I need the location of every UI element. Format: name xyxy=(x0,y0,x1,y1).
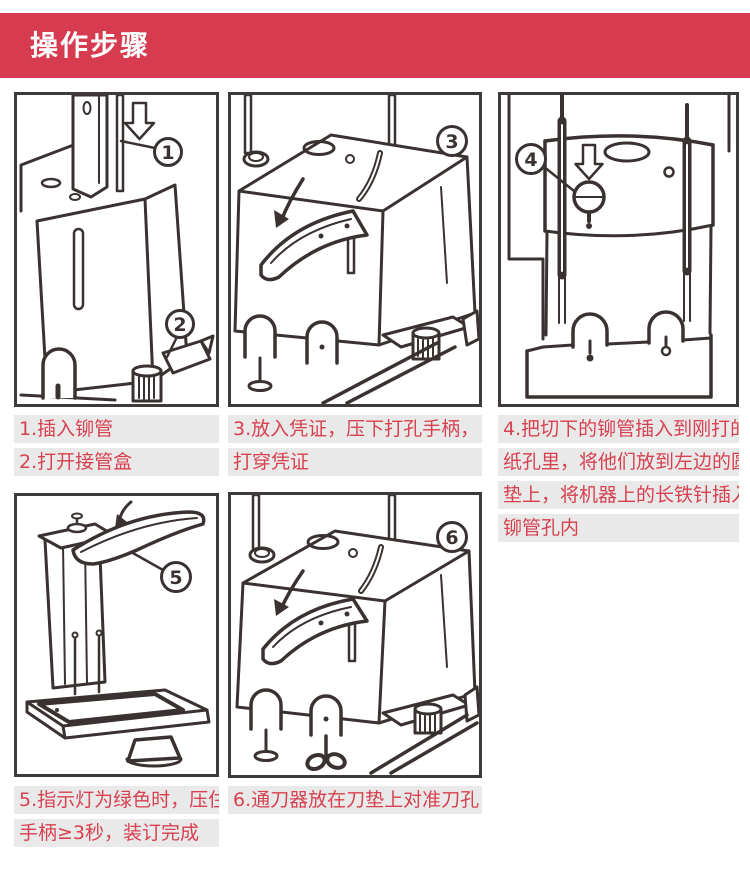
panel-step-1-2: 1 2 xyxy=(14,92,219,407)
svg-text:4: 4 xyxy=(524,149,537,171)
panel-step-5: 5 xyxy=(14,493,219,777)
panel-step-6: 6 xyxy=(228,492,482,778)
step-badge-2: 2 xyxy=(165,309,195,339)
knife-through-tool xyxy=(305,734,347,772)
machine-illustration-side: 5 xyxy=(25,500,211,768)
step-badge-4: 4 xyxy=(515,143,547,175)
step-badge-5: 5 xyxy=(160,561,192,593)
caption-step-4-line-2: 纸孔里，将他们放到左边的圆 xyxy=(498,448,739,476)
panel-step-4: 4 xyxy=(498,92,739,407)
caption-step-3-line-2: 打穿凭证 xyxy=(228,448,482,476)
caption-step-4-line-1: 4.把切下的铆管插入到刚打的 xyxy=(498,415,739,443)
caption-step-1: 1.插入铆管 xyxy=(14,415,219,443)
svg-text:3: 3 xyxy=(445,131,458,153)
caption-step-4-line-3: 垫上，将机器上的长铁针插入 xyxy=(498,481,739,509)
step-badge-1: 1 xyxy=(153,137,183,167)
svg-text:2: 2 xyxy=(173,314,186,336)
step-badge-6: 6 xyxy=(436,521,468,553)
caption-step-5-line-2: 手柄≥3秒，装订完成 xyxy=(14,819,219,847)
step-badge-3: 3 xyxy=(436,125,468,157)
press-arrow-icon xyxy=(274,569,305,616)
caption-step-5-line-1: 5.指示灯为绿色时，压住 xyxy=(14,786,219,814)
caption-step-4-line-4: 铆管孔内 xyxy=(498,514,739,542)
caption-step-2: 2.打开接管盒 xyxy=(14,448,219,476)
svg-text:6: 6 xyxy=(445,527,458,549)
panel-step-3: 3 xyxy=(228,92,482,407)
machine-illustration-punch: 3 xyxy=(233,95,479,404)
caption-step-6: 6.通刀器放在刀垫上对准刀孔 xyxy=(228,786,482,814)
header-banner: 操作步骤 xyxy=(0,13,750,78)
machine-illustration-front: 4 xyxy=(507,95,731,399)
down-arrow-icon xyxy=(123,101,156,141)
page-title: 操作步骤 xyxy=(30,29,151,62)
press-arrow-icon xyxy=(115,500,133,528)
svg-text:1: 1 xyxy=(161,142,174,164)
machine-illustration-close-up: 1 2 xyxy=(19,95,215,403)
svg-text:5: 5 xyxy=(169,567,182,589)
caption-step-3-line-1: 3.放入凭证，压下打孔手柄， xyxy=(228,415,482,443)
press-arrow-icon xyxy=(274,177,305,228)
machine-illustration-knife-tool: 6 xyxy=(235,495,479,775)
down-arrow-icon xyxy=(574,143,604,181)
